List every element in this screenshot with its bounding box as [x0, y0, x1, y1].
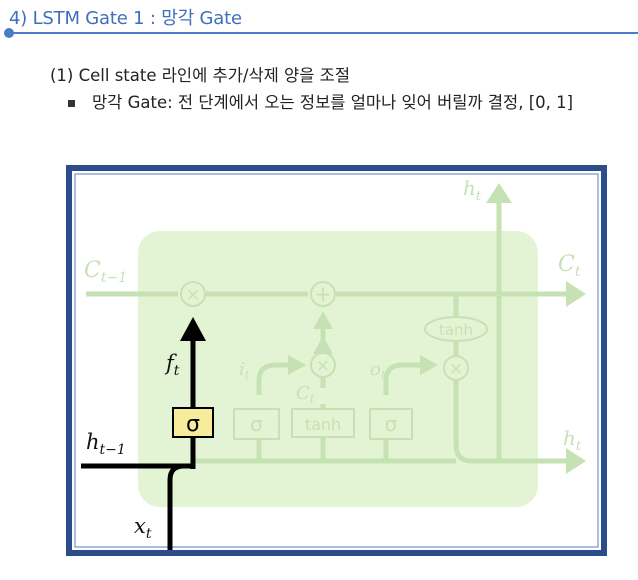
forget-gate: σ [172, 407, 214, 438]
pointwise-add: + [310, 281, 336, 307]
output-gate: σ [369, 408, 413, 440]
tanh-oval-label: tanh [439, 321, 473, 339]
h-out-top-label: ht [463, 176, 482, 204]
output-gate-label: σ [385, 412, 398, 436]
candidate-gate: tanh [291, 408, 355, 438]
f-label: ft [164, 351, 180, 379]
tanh-oval: tanh [424, 316, 488, 342]
c-prev-label: Ct−1 [84, 258, 127, 286]
mul-label: × [316, 356, 330, 376]
title-rule [8, 32, 638, 34]
cell-body [138, 231, 538, 507]
figure-frame-inner [74, 173, 599, 548]
add-label: + [315, 282, 332, 306]
bullet-text: 망각 Gate: 전 단계에서 오는 정보를 얼마나 잊어 버릴까 결정, [0… [92, 93, 574, 112]
mul-label: × [449, 359, 463, 379]
c-next-label: Ct [558, 252, 581, 280]
lstm-diagram: × + × × tanh σ tanh σ [66, 165, 607, 556]
pointwise-multiply-input: × [310, 352, 336, 378]
x-in-label: xt [134, 514, 152, 542]
pointwise-multiply-output: × [443, 355, 469, 381]
forget-gate-label: σ [186, 412, 200, 437]
h-out-right-label: ht [563, 426, 582, 454]
o-label: ot [370, 359, 386, 382]
candidate-gate-label: tanh [305, 415, 341, 434]
pointwise-multiply-forget: × [180, 281, 206, 307]
i-label: it [239, 359, 250, 382]
bullet-marker [68, 100, 75, 107]
section-title: 4) LSTM Gate 1 : 망각 Gate [9, 8, 242, 29]
h-prev-label: ht−1 [86, 430, 126, 458]
forget-gate-path [81, 317, 206, 550]
input-gate: σ [233, 408, 280, 440]
heading: (1) Cell state 라인에 추가/삭제 양을 조절 [50, 66, 351, 85]
input-gate-label: σ [250, 412, 263, 436]
mul-label: × [186, 285, 200, 305]
c-tilde-label: Ct [296, 383, 315, 406]
